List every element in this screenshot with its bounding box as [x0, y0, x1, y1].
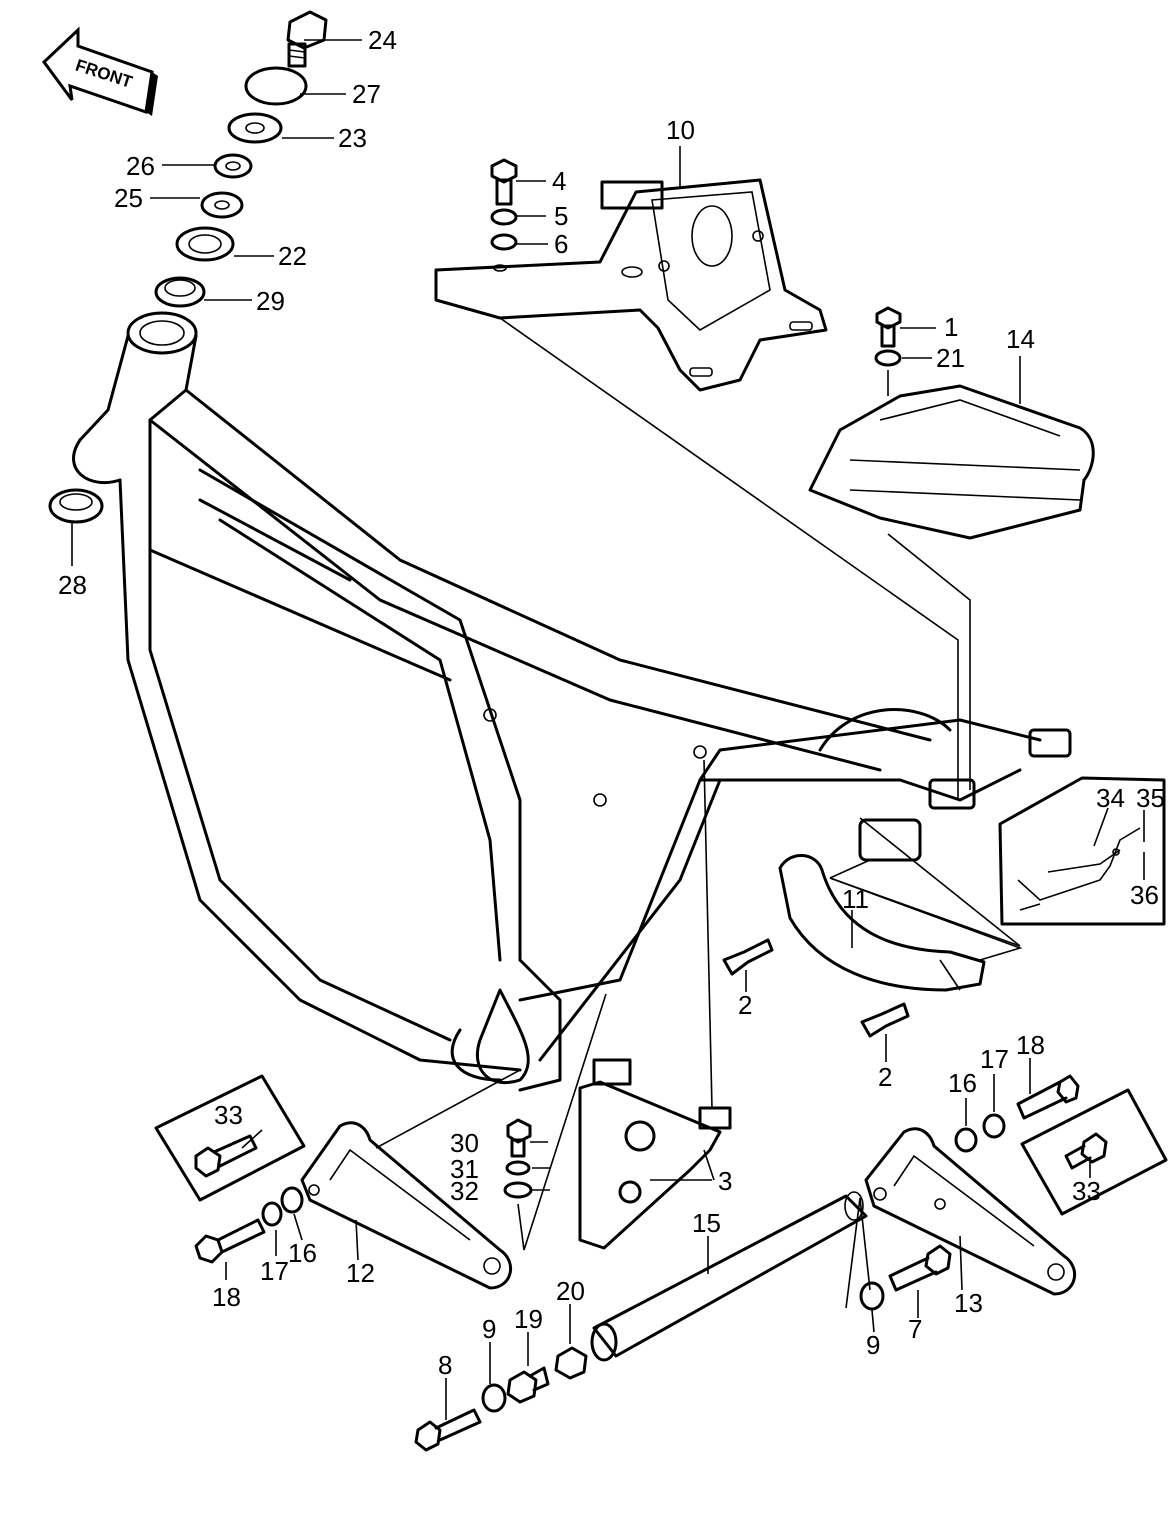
flat-washer-left [280, 1186, 304, 1214]
grab-bar-bolt-lower [860, 1002, 910, 1038]
rear-bracket [434, 178, 828, 392]
callout-8: 8 [438, 1350, 452, 1380]
callout-16-left: 16 [288, 1238, 317, 1268]
washer-right [859, 1281, 885, 1311]
stem-nut [200, 191, 244, 219]
stem-locknut [213, 153, 253, 179]
callout-4: 4 [552, 166, 566, 196]
callout-17-right: 17 [980, 1044, 1009, 1074]
callout-18-right: 18 [1016, 1030, 1045, 1060]
stem-bolt [286, 10, 328, 68]
callout-9-left: 9 [482, 1314, 496, 1344]
callout-9-right: 9 [866, 1330, 880, 1360]
callout-16-right: 16 [948, 1068, 977, 1098]
bearing-race-upper [175, 226, 235, 262]
main-frame [72, 311, 1072, 1092]
rear-cover [808, 384, 1095, 540]
callout-32: 32 [450, 1176, 479, 1206]
shaft-nut [554, 1346, 588, 1380]
bracket-bolt-right [1016, 1074, 1080, 1120]
callout-13: 13 [954, 1288, 983, 1318]
footrest-bracket-left [300, 1121, 512, 1290]
cover-bolt-set [874, 306, 902, 367]
detail-box-wiring [998, 776, 1166, 926]
stem-washer-cap [244, 66, 308, 106]
bearing-upper [154, 276, 206, 308]
callout-20: 20 [556, 1276, 585, 1306]
callout-36: 36 [1130, 880, 1159, 910]
callout-18-left: 18 [212, 1282, 241, 1312]
callout-24: 24 [368, 25, 397, 55]
callout-25: 25 [114, 183, 143, 213]
callout-labels: 24 27 23 26 25 22 29 28 4 5 6 10 1 21 14… [58, 25, 1165, 1380]
bracket-bolt-left [194, 1218, 266, 1264]
side-plate [578, 1058, 732, 1250]
detail-box-right [1020, 1088, 1168, 1216]
spring-washer-right [982, 1113, 1006, 1139]
callout-27: 27 [352, 79, 381, 109]
stem-washer [227, 112, 283, 144]
callout-22: 22 [278, 241, 307, 271]
callout-26: 26 [126, 151, 155, 181]
detail-box-left [154, 1074, 306, 1202]
leader-lines [71, 39, 1145, 1420]
lower-seal [48, 488, 104, 524]
washer-left [481, 1383, 507, 1413]
callout-31: 31 [450, 1154, 479, 1184]
callout-7: 7 [908, 1314, 922, 1344]
callout-19: 19 [514, 1304, 543, 1334]
callout-35: 35 [1136, 783, 1165, 813]
shaft-nipple [506, 1366, 550, 1404]
grab-bar-bolt-upper [722, 938, 774, 976]
callout-28: 28 [58, 570, 87, 600]
flat-washer-right [954, 1127, 978, 1153]
callout-10: 10 [666, 115, 695, 145]
callout-5: 5 [554, 201, 568, 231]
callout-1: 1 [944, 312, 958, 342]
callout-29: 29 [256, 286, 285, 316]
steering-stem-parts [48, 10, 328, 524]
shaft-bolt-right [888, 1244, 952, 1292]
grab-bar [778, 854, 986, 992]
callout-12: 12 [346, 1258, 375, 1288]
plate-bolt-set [503, 1118, 533, 1199]
bracket-bolt-set [490, 158, 518, 251]
callout-2-lower: 2 [878, 1062, 892, 1092]
callout-33-right: 33 [1072, 1176, 1101, 1206]
callout-30: 30 [450, 1128, 479, 1158]
callout-15: 15 [692, 1208, 721, 1238]
footrest-bracket-right [864, 1127, 1076, 1296]
callout-34: 34 [1096, 783, 1125, 813]
callout-14: 14 [1006, 324, 1035, 354]
callout-2-upper: 2 [738, 990, 752, 1020]
callout-23: 23 [338, 123, 367, 153]
callout-6: 6 [554, 229, 568, 259]
front-arrow-icon: FRONT [42, 26, 158, 116]
callout-33-left: 33 [214, 1100, 243, 1130]
callout-11: 11 [842, 884, 869, 914]
callout-3: 3 [718, 1166, 732, 1196]
callout-17-left: 17 [260, 1256, 289, 1286]
shaft-bolt-left [414, 1408, 482, 1452]
callout-21: 21 [936, 343, 965, 373]
spring-washer-left [261, 1201, 283, 1227]
footrest-shaft [590, 1191, 868, 1362]
